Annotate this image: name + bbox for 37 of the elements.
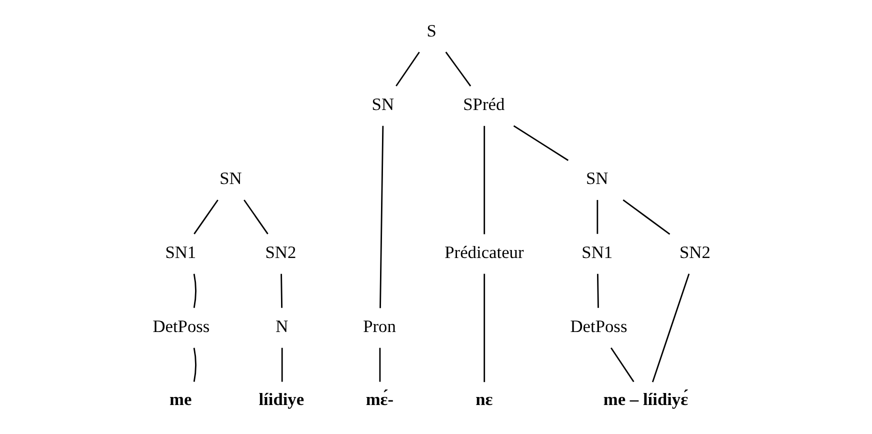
connector — [596, 200, 598, 234]
node-text: SN1 — [581, 243, 612, 262]
node-text: SN — [219, 169, 242, 188]
connector — [395, 52, 420, 86]
node-text: S — [426, 21, 436, 40]
node-text: SN — [586, 169, 608, 188]
connector — [512, 125, 568, 161]
connector — [378, 348, 380, 382]
connector — [192, 274, 196, 308]
node-text: SN — [371, 95, 394, 114]
node-text: me — [169, 390, 192, 409]
node-text: DetPoss — [570, 317, 627, 336]
connector — [444, 52, 471, 86]
node-text: SPréd — [462, 95, 504, 114]
node-text: SN2 — [679, 243, 710, 262]
connector — [622, 199, 670, 235]
connector — [192, 348, 196, 382]
connector — [651, 274, 690, 382]
node-text: líidiye — [258, 390, 304, 409]
connector — [596, 274, 598, 308]
node-text: me – líidiyɛ́ — [602, 390, 688, 409]
connector — [280, 274, 282, 308]
connector — [483, 274, 485, 382]
node-text: mɛ́- — [365, 390, 394, 409]
node-text: Prédicateur — [444, 243, 524, 262]
connector — [193, 200, 218, 234]
connector — [610, 347, 634, 382]
connector — [243, 200, 268, 234]
node-text: nɛ — [475, 390, 492, 409]
node-text: SN2 — [264, 243, 296, 262]
connector — [280, 348, 282, 382]
connector — [379, 126, 384, 308]
node-text: SN1 — [164, 243, 196, 262]
node-text: Pron — [362, 317, 396, 336]
node-text: N — [275, 317, 288, 336]
connector — [483, 126, 485, 234]
node-text: DetPoss — [152, 317, 210, 336]
